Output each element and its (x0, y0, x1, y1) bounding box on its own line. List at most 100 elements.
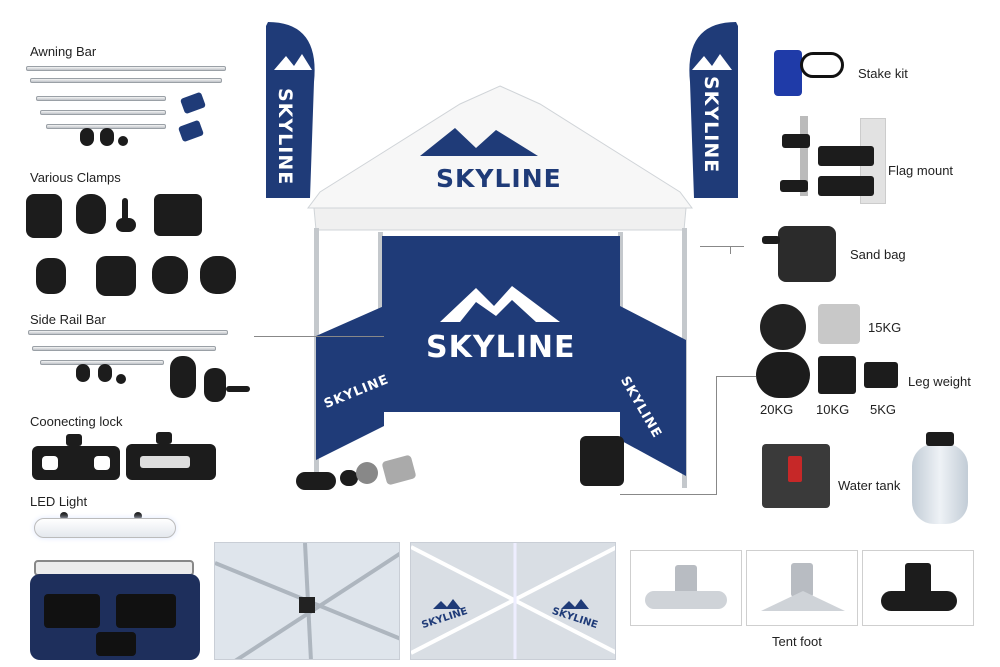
flag-mount-clamp (782, 134, 810, 148)
water-tank-latch (788, 456, 802, 482)
clamp-bolt (122, 198, 128, 224)
leader-line (716, 376, 717, 494)
foot-plate (761, 591, 845, 611)
weight-5kg-label: 5KG (870, 402, 897, 417)
sand-bag (778, 226, 836, 282)
leader-line (620, 494, 717, 495)
canopy (307, 85, 693, 231)
water-tank-bag (912, 444, 968, 524)
awning-bar-pole (26, 66, 226, 71)
led-hook (60, 512, 68, 520)
lock-knob (156, 432, 172, 444)
awning-elbow-connector (177, 119, 205, 143)
leg-weight-ground (381, 454, 417, 486)
weight-15kg-label: 15KG (868, 320, 902, 335)
flag-mount-pole (800, 116, 808, 196)
weight-10kg-label: 10KG (816, 402, 850, 417)
various-clamps-label: Various Clamps (30, 170, 121, 185)
side-rail-clamp (76, 364, 90, 382)
flag-mount-clamp (780, 180, 808, 192)
tent-foot-option (746, 550, 858, 626)
leg-weight-5kg (864, 362, 898, 388)
awning-bar-pole (40, 110, 166, 115)
side-rail-bar-label: Side Rail Bar (30, 312, 106, 327)
awning-clamp (100, 128, 114, 146)
mountain-logo-icon (440, 286, 560, 322)
connecting-lock-label: Coonecting lock (30, 414, 123, 429)
leader-line (700, 246, 744, 247)
awning-bar-pole (36, 96, 166, 101)
leg-weight-ground (356, 462, 378, 484)
water-tank-label: Water tank (838, 478, 901, 493)
leg-weight-10kg (818, 356, 856, 394)
lock-knob (66, 434, 82, 446)
right-side-wall (620, 306, 686, 476)
sand-bag-ground (580, 436, 624, 486)
lock-hole (42, 456, 58, 470)
sand-bag-strap (762, 236, 780, 244)
clamp-part (96, 256, 136, 296)
left-flag (266, 22, 315, 198)
stake-kit-bag (774, 50, 802, 96)
clamp-knob (116, 218, 136, 232)
leader-line (716, 376, 756, 377)
left-side-wall (316, 306, 384, 460)
bag-pocket (116, 594, 176, 628)
clamp-part (152, 256, 188, 294)
leader-line (254, 336, 384, 337)
tent-foot-label: Tent foot (772, 634, 822, 649)
frame-detail-photo (214, 542, 400, 660)
canopy-brand-text: SKYLINE (436, 164, 562, 193)
side-rail-clamp-large (204, 368, 226, 402)
leader-line (730, 246, 731, 254)
awning-bar-label: Awning Bar (30, 44, 97, 59)
side-rail-clamp-large (170, 356, 196, 398)
bag-pocket (44, 594, 100, 628)
side-rail-clamp (98, 364, 112, 382)
weight-20kg-label: 20KG (760, 402, 794, 417)
side-rail-pole (28, 330, 228, 335)
led-hook (134, 512, 142, 520)
awning-bar-pole (30, 78, 222, 83)
flag-mount-strap (818, 146, 874, 166)
right-flag-brand-text: SKYLINE (700, 76, 722, 174)
foot-plate (881, 591, 957, 611)
left-flag-brand-text: SKYLINE (274, 88, 296, 186)
side-rail-knob (116, 374, 126, 384)
back-wall-brand-text: SKYLINE (426, 330, 576, 365)
leg-weight-steel (818, 304, 860, 344)
clamp-part (26, 194, 62, 238)
leg-weight-ground (340, 470, 358, 486)
flag-mount-strap (818, 176, 874, 196)
awning-knob (118, 136, 128, 146)
canopy-underside-photo: SKYLINE SKYLINE (410, 542, 616, 660)
foot-plate (645, 591, 727, 609)
tent-foot-option (862, 550, 974, 626)
clamp-part (36, 258, 66, 294)
lock-hole (94, 456, 110, 470)
led-light-label: LED Light (30, 494, 88, 509)
awning-elbow-connector (179, 91, 207, 115)
leg-weight-round (760, 304, 806, 350)
flag-mount-label: Flag mount (888, 163, 954, 178)
water-tank-handle (926, 432, 954, 446)
foot-socket (791, 563, 813, 597)
awning-clamp (80, 128, 94, 146)
bag-pocket (96, 632, 136, 656)
back-wall-panel (382, 236, 620, 412)
lock-slot (140, 456, 190, 468)
clamp-part (76, 194, 106, 234)
leg-weight-20kg (756, 352, 810, 398)
clamp-corner (154, 194, 202, 236)
side-rail-bolt (226, 386, 250, 392)
leg-weight-ground (296, 472, 336, 490)
side-rail-pole (32, 346, 216, 351)
clamp-part (200, 256, 236, 294)
frame-detail-graphic (215, 543, 399, 659)
tent-foot-option (630, 550, 742, 626)
canopy-underside-graphic (411, 543, 615, 659)
stake-kit-rope (800, 52, 844, 78)
stake-kit-label: Stake kit (858, 66, 908, 81)
leg-weight-label: Leg weight (908, 374, 971, 389)
foot-socket (675, 565, 697, 595)
